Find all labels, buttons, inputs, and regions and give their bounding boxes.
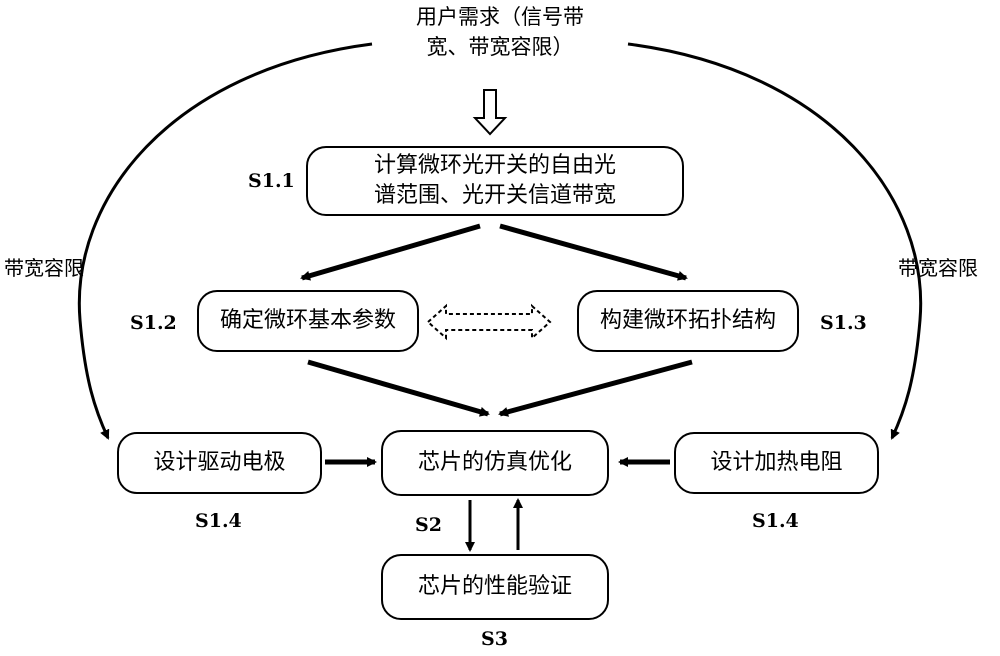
right-bandwidth-curve-arrow bbox=[627, 42, 923, 440]
node-performance-verify: 芯片的性能验证 bbox=[381, 554, 609, 620]
node-s13-text: 构建微环拓扑结构 bbox=[599, 308, 776, 333]
label-s3: S3 bbox=[481, 628, 508, 650]
hollow-down-arrow bbox=[472, 89, 508, 136]
left-bandwidth-curve-arrow bbox=[77, 42, 373, 440]
label-s12: S1.2 bbox=[130, 312, 177, 334]
node-drive-text: 设计驱动电极 bbox=[153, 450, 286, 475]
node-heat-text: 设计加热电阻 bbox=[710, 450, 843, 475]
arrow-s12-to-sim bbox=[307, 359, 490, 417]
node-s12-text: 确定微环基本参数 bbox=[219, 308, 396, 333]
node-s11-text: 计算微环光开关的自由光 谱范围、光开关信道带宽 bbox=[373, 153, 616, 208]
side-label-right: 带宽容限 bbox=[898, 256, 978, 280]
arrow-s11-to-s12 bbox=[300, 223, 481, 281]
label-s14-right: S1.4 bbox=[752, 510, 799, 532]
label-s11: S1.1 bbox=[248, 170, 295, 192]
user-requirement-text: 用户需求（信号带 宽、带宽容限） bbox=[416, 5, 584, 59]
arrow-s13-to-sim bbox=[498, 359, 693, 417]
node-heating-resistor: 设计加热电阻 bbox=[674, 432, 879, 494]
dashed-bidirectional-arrow bbox=[426, 303, 552, 341]
node-simulation: 芯片的仿真优化 bbox=[381, 430, 609, 496]
node-simulation-text: 芯片的仿真优化 bbox=[417, 450, 572, 475]
node-verify-text: 芯片的性能验证 bbox=[417, 574, 572, 599]
node-s11-calc-fsr: 计算微环光开关的自由光 谱范围、光开关信道带宽 bbox=[306, 146, 684, 216]
node-drive-electrode: 设计驱动电极 bbox=[117, 432, 322, 494]
arrow-s11-to-s13 bbox=[499, 223, 688, 281]
node-s13-topology: 构建微环拓扑结构 bbox=[577, 290, 799, 352]
side-label-left: 带宽容限 bbox=[4, 256, 84, 280]
label-s14-left: S1.4 bbox=[195, 510, 242, 532]
node-s12-parameters: 确定微环基本参数 bbox=[197, 290, 419, 352]
label-s13: S1.3 bbox=[820, 312, 867, 334]
label-s2: S2 bbox=[415, 514, 442, 536]
